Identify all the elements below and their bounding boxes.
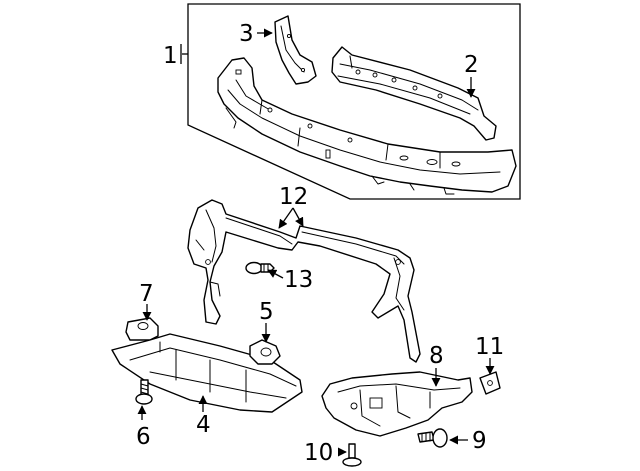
part-11-clip — [479, 371, 501, 395]
callout-7: 7 — [139, 281, 154, 307]
part-1-radiator-support — [217, 57, 517, 195]
callout-1: 1 — [163, 43, 178, 69]
callout-13: 13 — [284, 267, 313, 293]
callout-5: 5 — [259, 299, 274, 325]
callout-8: 8 — [429, 343, 444, 369]
part-13-push-pin — [245, 261, 275, 275]
callout-6: 6 — [136, 424, 151, 450]
callout-12: 12 — [279, 184, 308, 210]
part-10-pin — [342, 443, 362, 467]
callout-labels: 1 2 3 4 5 6 7 8 9 10 11 12 13 — [136, 21, 504, 466]
callout-9: 9 — [472, 428, 487, 454]
part-5-clip — [249, 339, 281, 365]
assembly-frame — [187, 3, 521, 200]
callout-3: 3 — [239, 21, 254, 47]
part-3-bracket — [274, 15, 317, 85]
callout-11: 11 — [475, 334, 504, 360]
callout-4: 4 — [196, 412, 211, 438]
leader-lines — [137, 28, 495, 457]
part-7-clip-nut — [125, 317, 159, 341]
callout-2: 2 — [464, 52, 479, 78]
part-4-lower-deflector — [111, 333, 303, 413]
part-2-tie-bar — [331, 46, 497, 141]
part-9-screw — [417, 428, 448, 448]
part-8-bracket — [321, 371, 473, 437]
callout-10: 10 — [304, 440, 333, 466]
part-6-bolt — [135, 379, 153, 405]
